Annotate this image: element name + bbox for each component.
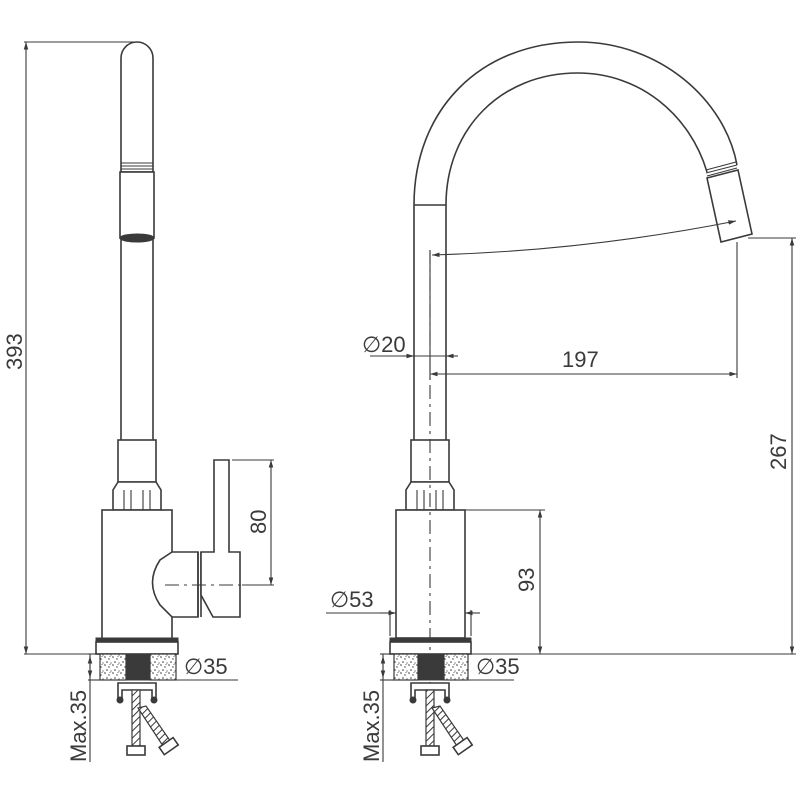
- front-shank: [417, 653, 445, 681]
- dimension-max35-side: Max.35: [66, 653, 100, 762]
- side-handle-lever: [200, 459, 241, 618]
- dim-deck-hole-front: ∅35: [476, 654, 520, 679]
- front-gooseneck-inner: [445, 72, 708, 440]
- front-hose-2: [431, 705, 466, 747]
- dimension-197: 197: [430, 242, 738, 378]
- side-base-plate: [95, 641, 179, 655]
- front-hose-fitting-2: [452, 736, 474, 756]
- dim-tube-diameter: ∅20: [362, 332, 406, 357]
- dimension-80: 80: [232, 459, 274, 586]
- dimension-393: 393: [2, 41, 136, 655]
- dim-body-height: 93: [514, 568, 539, 592]
- dimension-20: ∅20: [362, 250, 458, 380]
- dim-body-diameter: ∅53: [330, 587, 374, 612]
- side-shank: [125, 653, 151, 681]
- front-spout-head: [706, 169, 753, 243]
- side-tube-collar: [117, 439, 157, 483]
- dim-max-thickness-side: Max.35: [66, 690, 91, 762]
- dim-deck-hole-side: ∅35: [184, 654, 228, 679]
- side-hex-nut: [112, 481, 162, 511]
- side-deck-left: [99, 653, 127, 681]
- side-spout-tube: [120, 41, 154, 440]
- dim-spout-height: 267: [766, 433, 791, 470]
- front-hose-1: [425, 689, 435, 747]
- side-hose-fitting-1: [126, 745, 146, 756]
- dimension-53: ∅53: [326, 587, 480, 636]
- side-view: 393 80 ∅35 Max.35: [2, 41, 274, 762]
- dim-spout-reach: 197: [562, 347, 599, 372]
- dim-max-thickness-front: Max.35: [359, 690, 384, 762]
- side-hose-fitting-2: [158, 736, 180, 756]
- front-spout-threads: [705, 161, 738, 177]
- dim-overall-height: 393: [2, 333, 27, 370]
- dimension-267: 267: [468, 237, 796, 655]
- front-deck-right: [443, 653, 469, 681]
- side-aerator-outlet: [119, 233, 155, 243]
- dimension-max35-front: Max.35: [359, 653, 394, 762]
- side-aerator-sleeve: [119, 171, 155, 239]
- side-hose-1: [131, 689, 141, 747]
- front-deck-left: [393, 653, 419, 681]
- front-gooseneck-outer: [413, 41, 738, 440]
- front-view: ∅20 197 267 93 ∅53: [326, 41, 796, 762]
- side-aerator-threads: [120, 162, 154, 173]
- front-hose-fitting-1: [420, 745, 440, 756]
- swing-arc: [431, 220, 737, 258]
- side-hose-2: [137, 705, 172, 747]
- side-deck-right: [149, 653, 177, 681]
- dim-handle-height: 80: [246, 510, 271, 534]
- dimension-93: 93: [465, 509, 545, 654]
- dimension-hole-35-front: ∅35: [468, 654, 520, 681]
- dimension-hole-35-side: ∅35: [176, 654, 238, 681]
